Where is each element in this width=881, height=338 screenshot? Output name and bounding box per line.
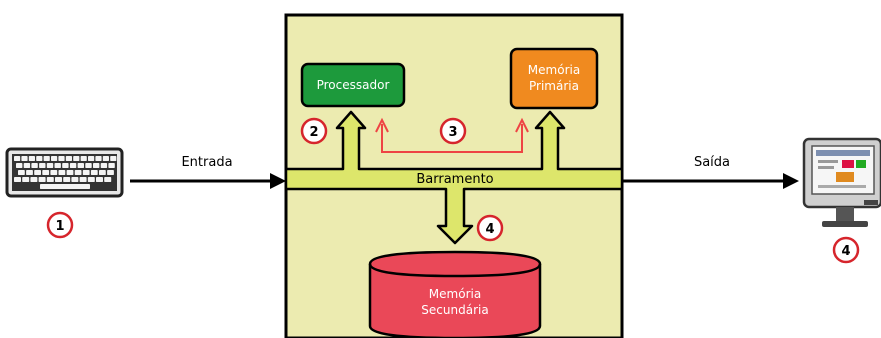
- keyboard-key: [85, 163, 92, 168]
- marker-processador-text: 2: [309, 125, 318, 140]
- keyboard-key: [100, 163, 108, 168]
- keyboard-key: [102, 156, 109, 161]
- keyboard-key: [71, 177, 79, 182]
- memoria-primaria-line2: Primária: [529, 79, 579, 93]
- marker-keyboard: 1: [46, 211, 74, 239]
- keyboard-key: [43, 156, 50, 161]
- keyboard-key: [58, 170, 66, 175]
- keyboard-spacebar: [40, 184, 90, 189]
- memoria-secundaria-line2: Secundária: [421, 303, 488, 317]
- marker-processador: 2: [300, 117, 328, 145]
- keyboard-icon: [5, 147, 124, 198]
- marker-secundaria: 4: [476, 214, 504, 242]
- keyboard-key: [16, 163, 23, 168]
- processador-label: Processador: [317, 78, 390, 92]
- keyboard-key: [107, 170, 114, 175]
- keyboard-key: [38, 177, 46, 182]
- keyboard-key: [99, 170, 106, 175]
- keyboard-key: [93, 163, 100, 168]
- barramento-bus: [284, 110, 624, 245]
- marker-monitor: 4: [832, 236, 860, 264]
- keyboard-key: [22, 177, 30, 182]
- keyboard-key: [50, 170, 58, 175]
- marker-keyboard-text: 1: [55, 219, 64, 234]
- keyboard-key: [28, 156, 35, 161]
- barramento-label: Barramento: [416, 172, 493, 187]
- keyboard-key: [23, 163, 31, 168]
- marker-link-text: 3: [448, 125, 457, 140]
- keyboard-key: [108, 163, 115, 168]
- saida-arrowhead: [783, 173, 799, 189]
- keyboard-key: [87, 177, 95, 182]
- keyboard-key: [74, 170, 82, 175]
- keyboard-key: [54, 163, 61, 168]
- link-arrowhead-left: [375, 117, 389, 133]
- keyboard-key: [96, 177, 103, 182]
- keyboard-key: [18, 170, 25, 175]
- keyboard-key: [34, 170, 41, 175]
- keyboard-key: [51, 156, 58, 161]
- keyboard-key: [69, 163, 77, 168]
- monitor-icon: [802, 137, 881, 227]
- entrada-arrowhead: [270, 173, 286, 189]
- marker-secundaria-text: 4: [485, 222, 494, 237]
- keyboard-key: [82, 170, 90, 175]
- marker-link: 3: [439, 117, 467, 145]
- keyboard-key: [73, 156, 80, 161]
- keyboard-key: [36, 156, 43, 161]
- keyboard-key: [62, 163, 69, 168]
- memoria-primaria-box: [509, 47, 599, 110]
- keyboard-key: [55, 177, 62, 182]
- processador-memoria-link: [381, 124, 523, 153]
- marker-monitor-text: 4: [841, 244, 850, 259]
- entrada-label: Entrada: [181, 155, 232, 170]
- memoria-secundaria-cylinder: [368, 250, 542, 338]
- memoria-primaria-line1: Memória: [528, 63, 580, 77]
- processador-box: [300, 62, 406, 108]
- keyboard-key: [80, 156, 87, 161]
- keyboard-key: [39, 163, 46, 168]
- keyboard-key: [46, 177, 54, 182]
- keyboard-key: [42, 170, 50, 175]
- keyboard-key: [88, 156, 95, 161]
- keyboard-key: [21, 156, 28, 161]
- memoria-secundaria-top-rim: [368, 263, 542, 278]
- keyboard-key: [30, 177, 38, 182]
- link-arrowhead-right: [515, 117, 529, 133]
- memoria-secundaria-line1: Memória: [429, 287, 481, 301]
- keyboard-key: [77, 163, 84, 168]
- keyboard-key: [14, 177, 21, 182]
- keyboard-key: [46, 163, 54, 168]
- keyboard-key: [65, 156, 72, 161]
- keyboard-key: [104, 177, 112, 182]
- keyboard-key: [63, 177, 71, 182]
- keyboard-key: [31, 163, 38, 168]
- keyboard-key: [58, 156, 65, 161]
- keyboard-key: [90, 170, 98, 175]
- keyboard-key: [95, 156, 102, 161]
- keyboard-key: [79, 177, 87, 182]
- keyboard-key: [66, 170, 74, 175]
- keyboard-key: [14, 156, 21, 161]
- keyboard-key: [26, 170, 33, 175]
- keyboard-key: [110, 156, 117, 161]
- saida-label: Saída: [694, 155, 730, 170]
